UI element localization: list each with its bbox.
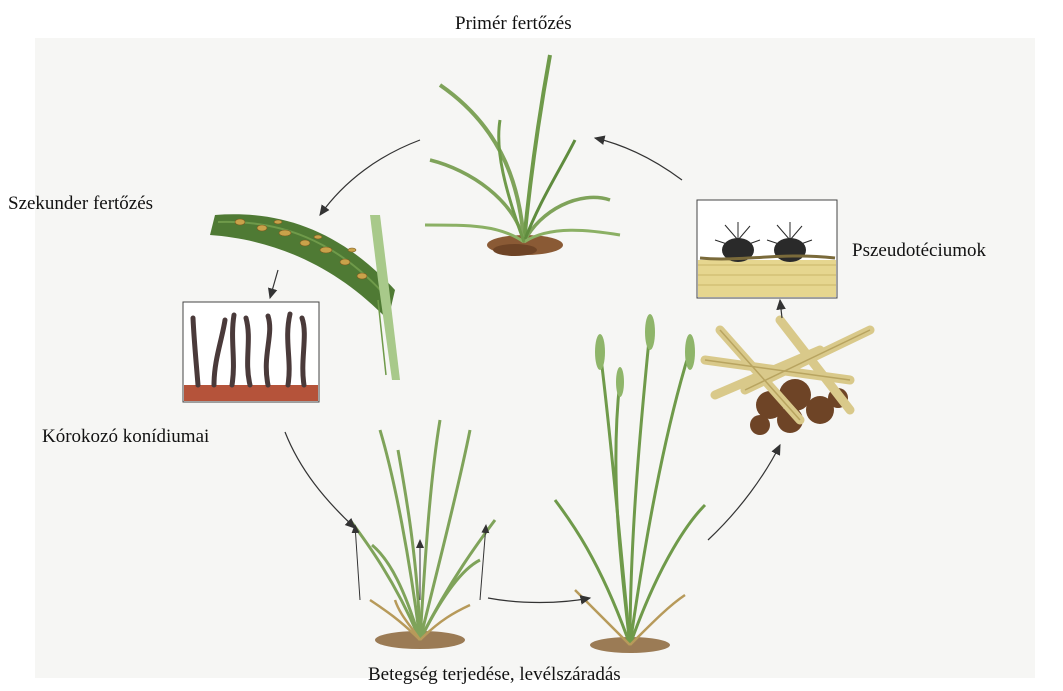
conidia-illustration <box>183 302 319 402</box>
label-disease-spread: Betegség terjedése, levélszáradás <box>368 664 621 686</box>
pseudothecia-illustration <box>697 200 837 298</box>
label-conidia: Kórokozó konídiumai <box>42 426 209 448</box>
label-pseudothecia: Pszeudotéciumok <box>852 240 986 262</box>
label-primary-infection: Primér fertőzés <box>455 13 572 35</box>
label-secondary-infection: Szekunder fertőzés <box>8 193 153 215</box>
